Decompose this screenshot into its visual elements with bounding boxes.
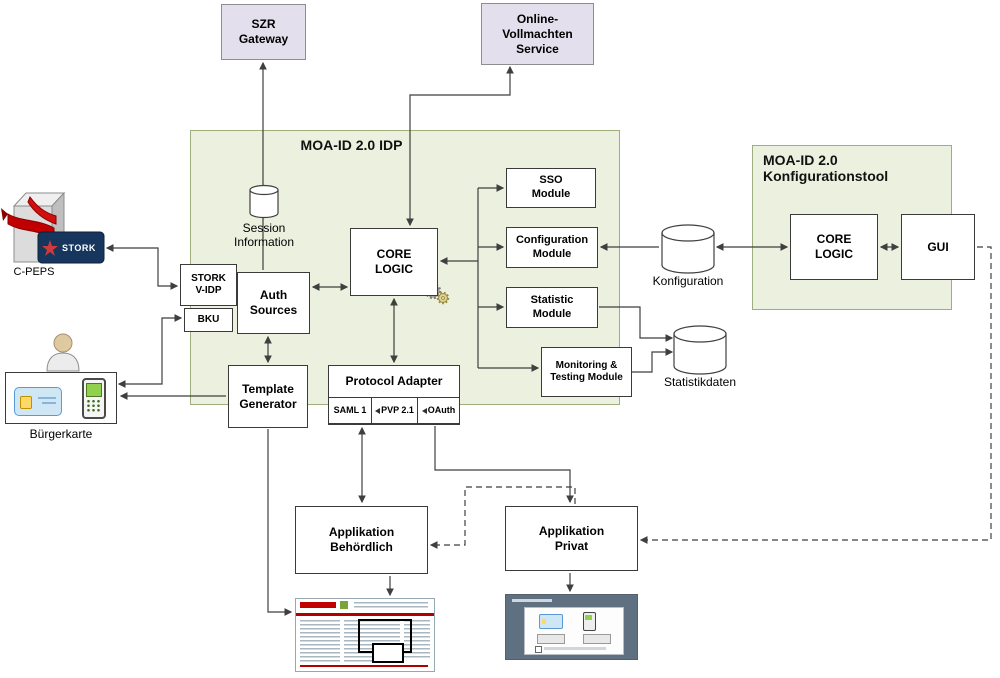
protocol-adapter-box: Protocol Adapter SAML 1 PVP 2.1 OAuth bbox=[328, 365, 460, 425]
buergerkarte-box bbox=[5, 372, 117, 424]
phone-screen bbox=[86, 383, 102, 397]
idp-panel-title: MOA-ID 2.0 IDP bbox=[300, 137, 403, 153]
site-left-column bbox=[300, 620, 340, 664]
card-chip-icon bbox=[20, 396, 32, 409]
site-header-text bbox=[354, 602, 428, 610]
core-logic-konfigtool-box: CORE LOGIC bbox=[790, 214, 878, 280]
mobile-phone-icon bbox=[583, 612, 596, 631]
protocol-pvp21: PVP 2.1 bbox=[371, 397, 418, 424]
protocol-pvp21-label: PVP 2.1 bbox=[381, 404, 414, 415]
konfiguration-db-label: Konfiguration bbox=[652, 274, 724, 288]
protocol-adapter-title: Protocol Adapter bbox=[345, 374, 443, 388]
core-logic-idp-box: CORE LOGIC bbox=[350, 228, 438, 296]
stork-badge: STORK bbox=[37, 231, 105, 264]
connector-gui-privat-dashed bbox=[639, 246, 992, 544]
dialog-checkbox-label bbox=[544, 647, 606, 650]
phone-keypad bbox=[86, 399, 101, 412]
statistik-database-icon bbox=[673, 325, 727, 375]
monitoring-module-box: Monitoring & Testing Module bbox=[541, 347, 632, 397]
card-line bbox=[42, 402, 56, 404]
connector-monitoring-statdb bbox=[632, 348, 674, 373]
citizen-card-icon bbox=[539, 614, 563, 629]
citizen-card-app-screenshot bbox=[505, 594, 638, 660]
cpeps-label: C-PEPS bbox=[13, 266, 55, 278]
connector-oauth-privat bbox=[434, 426, 574, 504]
site-logo bbox=[300, 602, 336, 608]
highlight-rectangle-small bbox=[372, 643, 404, 663]
auth-sources-box: Auth Sources bbox=[237, 272, 310, 334]
card-line bbox=[38, 397, 56, 399]
arrowhead-icon bbox=[375, 407, 381, 414]
bku-box: BKU bbox=[184, 308, 233, 332]
help-gv-at-website-screenshot bbox=[295, 598, 435, 672]
dialog-button bbox=[537, 634, 565, 644]
protocol-row: SAML 1 PVP 2.1 OAuth bbox=[328, 397, 460, 424]
phone-screen bbox=[585, 615, 592, 620]
site-menu-bar bbox=[296, 613, 434, 616]
statistic-module-box: Statistic Module bbox=[506, 287, 598, 328]
citizen-card-icon bbox=[14, 387, 62, 416]
dialog-button bbox=[583, 634, 611, 644]
connector-lines bbox=[105, 61, 992, 616]
stork-vidp-box: STORK V-IDP bbox=[180, 264, 237, 306]
buergerkarte-label: Bürgerkarte bbox=[29, 427, 93, 441]
connector-buergerkarte-bku bbox=[117, 314, 183, 388]
site-right-column bbox=[404, 620, 430, 660]
site-logo-icon bbox=[340, 601, 348, 609]
szr-gateway-box: SZR Gateway bbox=[221, 4, 306, 60]
connector-vollmachten-corelogic bbox=[406, 65, 514, 227]
connector-cpeps-stork bbox=[105, 244, 179, 290]
protocol-saml1: SAML 1 bbox=[328, 397, 372, 424]
protocol-saml1-label: SAML 1 bbox=[333, 404, 367, 415]
site-footer-rule bbox=[300, 665, 428, 667]
konfigtool-panel-title: MOA-ID 2.0 Konfigurationstool bbox=[763, 152, 889, 184]
session-database-icon bbox=[249, 184, 279, 219]
session-information-label: Session Information bbox=[233, 221, 295, 250]
konfiguration-database-icon bbox=[661, 224, 715, 274]
applikation-behoerdlich-box: Applikation Behördlich bbox=[295, 506, 428, 574]
online-vollmachten-box: Online-Vollmachten Service bbox=[481, 3, 594, 65]
person-icon bbox=[46, 333, 80, 372]
sso-module-box: SSO Module bbox=[506, 168, 596, 208]
mobile-phone-icon bbox=[82, 378, 106, 419]
template-generator-box: Template Generator bbox=[228, 365, 308, 428]
connector-statistic-statdb bbox=[599, 306, 674, 342]
protocol-oauth-label: OAuth bbox=[427, 404, 456, 415]
configuration-module-box: Configuration Module bbox=[506, 227, 598, 268]
dialog-checkbox bbox=[535, 646, 542, 653]
app-dialog-panel bbox=[524, 607, 624, 655]
stork-badge-label: STORK bbox=[62, 243, 96, 253]
arrowhead-icon bbox=[421, 407, 427, 414]
protocol-oauth: OAuth bbox=[417, 397, 460, 424]
statistikdaten-db-label: Statistikdaten bbox=[663, 375, 737, 389]
gui-box: GUI bbox=[901, 214, 975, 280]
applikation-privat-box: Applikation Privat bbox=[505, 506, 638, 571]
connector-privat-behoerdlich-dashed bbox=[429, 486, 576, 549]
card-chip-icon bbox=[542, 619, 546, 624]
connector-template-screenshot bbox=[267, 429, 293, 616]
app-header-text bbox=[512, 599, 552, 602]
